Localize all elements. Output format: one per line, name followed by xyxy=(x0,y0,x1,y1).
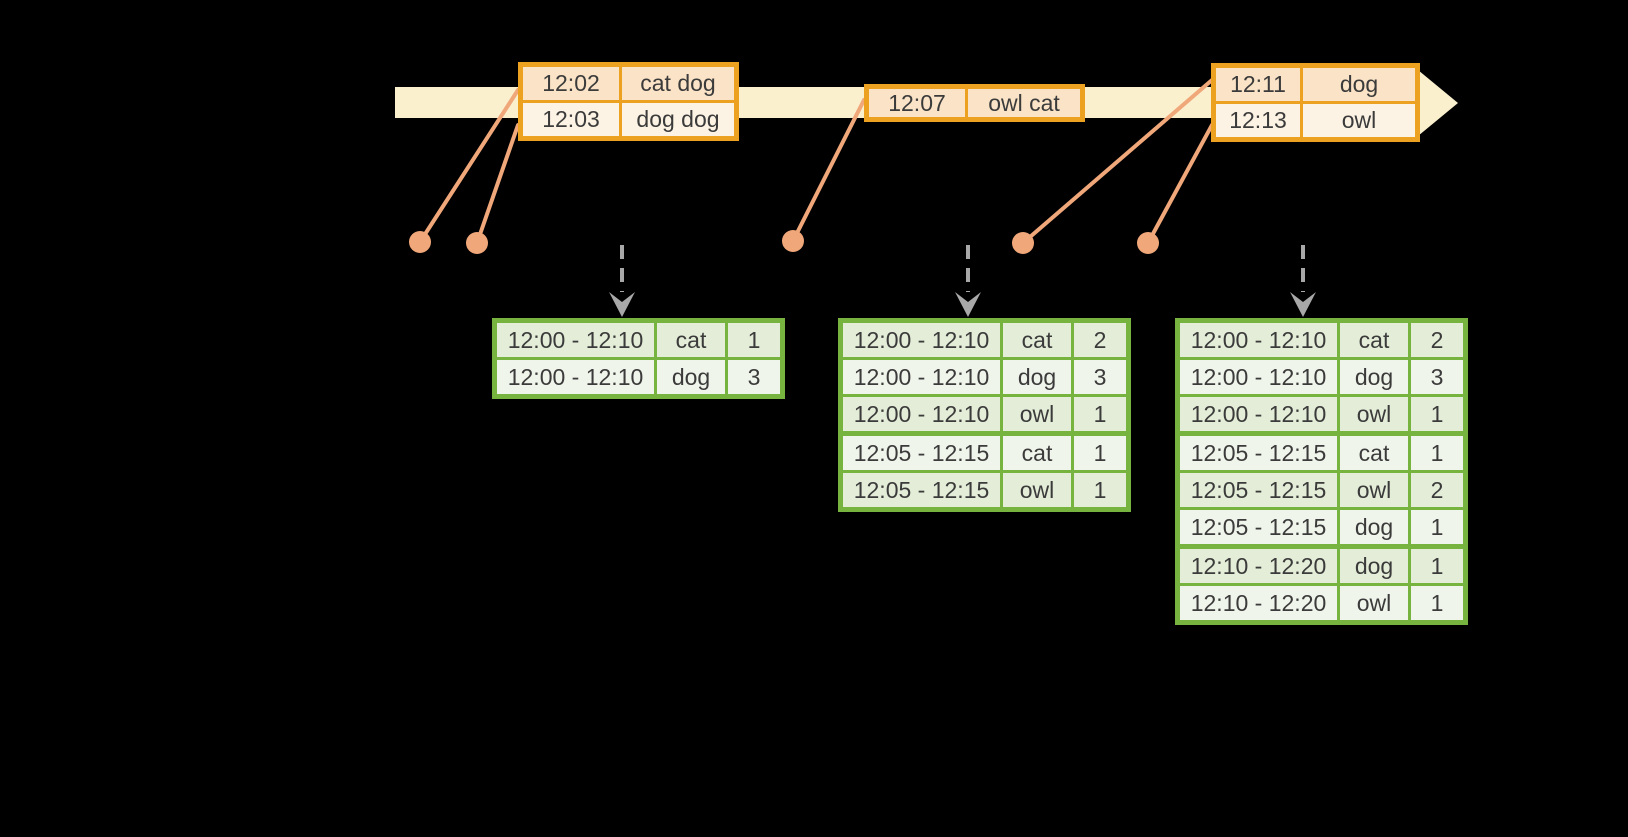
window-cell: 12:05 - 12:15 xyxy=(839,470,1003,511)
result-row: 12:00 - 12:10 owl 1 xyxy=(839,394,1130,435)
event-dot xyxy=(409,231,431,253)
window-cell: 12:05 - 12:15 xyxy=(839,431,1003,473)
result-row: 12:05 - 12:15 dog 1 xyxy=(1176,507,1467,548)
count-cell: 1 xyxy=(1408,431,1467,473)
window-cell: 12:10 - 12:20 xyxy=(1176,583,1340,624)
word-cell: owl xyxy=(1337,583,1411,624)
event-connector-lines xyxy=(409,78,1214,254)
count-cell: 1 xyxy=(725,319,784,360)
word-cell: dog xyxy=(1337,357,1411,397)
window-cell: 12:00 - 12:10 xyxy=(839,394,1003,435)
count-cell: 3 xyxy=(1408,357,1467,397)
word-cell: cat xyxy=(1337,431,1411,473)
window-cell: 12:00 - 12:10 xyxy=(1176,319,1340,360)
count-cell: 2 xyxy=(1408,319,1467,360)
result-row: 12:00 - 12:10 dog 3 xyxy=(493,357,784,398)
word-cell: dog xyxy=(654,357,728,398)
window-cell: 12:00 - 12:10 xyxy=(839,319,1003,360)
result-table-1: 12:00 - 12:10 cat 1 12:00 - 12:10 dog 3 xyxy=(492,318,785,399)
event-time-cell: 12:03 xyxy=(519,100,622,140)
result-table-2: 12:00 - 12:10 cat 2 12:00 - 12:10 dog 3 … xyxy=(838,318,1131,512)
result-row: 12:00 - 12:10 cat 2 xyxy=(1176,319,1467,360)
count-cell: 1 xyxy=(1408,583,1467,624)
event-table-1: 12:02 cat dog 12:03 dog dog xyxy=(518,62,739,141)
event-row: 12:13 owl xyxy=(1212,101,1419,141)
window-cell: 12:05 - 12:15 xyxy=(1176,470,1340,510)
result-row: 12:05 - 12:15 cat 1 xyxy=(839,431,1130,473)
count-cell: 2 xyxy=(1408,470,1467,510)
result-table-3: 12:00 - 12:10 cat 2 12:00 - 12:10 dog 3 … xyxy=(1175,318,1468,625)
trigger-arrows xyxy=(609,245,1316,317)
count-cell: 3 xyxy=(1071,357,1130,397)
result-row: 12:00 - 12:10 dog 3 xyxy=(839,357,1130,397)
event-table-2: 12:07 owl cat xyxy=(864,84,1085,122)
word-cell: cat xyxy=(654,319,728,360)
window-cell: 12:05 - 12:15 xyxy=(1176,507,1340,548)
event-row: 12:02 cat dog xyxy=(519,63,738,103)
result-row: 12:05 - 12:15 cat 1 xyxy=(1176,431,1467,473)
event-words-cell: dog xyxy=(1300,64,1419,104)
count-cell: 1 xyxy=(1071,394,1130,435)
event-time-cell: 12:07 xyxy=(865,85,968,121)
event-words-cell: owl xyxy=(1300,101,1419,141)
event-words-cell: cat dog xyxy=(619,63,738,103)
result-row: 12:05 - 12:15 owl 1 xyxy=(839,470,1130,511)
count-cell: 1 xyxy=(1071,431,1130,473)
count-cell: 1 xyxy=(1408,507,1467,548)
event-row: 12:11 dog xyxy=(1212,64,1419,104)
event-dot xyxy=(1012,232,1034,254)
event-words-cell: dog dog xyxy=(619,100,738,140)
word-cell: dog xyxy=(1000,357,1074,397)
event-row: 12:07 owl cat xyxy=(865,85,1084,121)
result-row: 12:10 - 12:20 dog 1 xyxy=(1176,544,1467,586)
event-row: 12:03 dog dog xyxy=(519,100,738,140)
result-row: 12:00 - 12:10 cat 1 xyxy=(493,319,784,360)
result-row: 12:10 - 12:20 owl 1 xyxy=(1176,583,1467,624)
word-cell: owl xyxy=(1337,470,1411,510)
event-time-cell: 12:13 xyxy=(1212,101,1303,141)
result-row: 12:05 - 12:15 owl 2 xyxy=(1176,470,1467,510)
window-cell: 12:00 - 12:10 xyxy=(493,319,657,360)
event-words-cell: owl cat xyxy=(965,85,1084,121)
count-cell: 1 xyxy=(1408,394,1467,435)
word-cell: dog xyxy=(1337,507,1411,548)
word-cell: owl xyxy=(1000,394,1074,435)
window-cell: 12:00 - 12:10 xyxy=(1176,357,1340,397)
word-cell: cat xyxy=(1000,319,1074,360)
event-time-cell: 12:11 xyxy=(1212,64,1303,104)
word-cell: dog xyxy=(1337,544,1411,586)
result-row: 12:00 - 12:10 dog 3 xyxy=(1176,357,1467,397)
window-cell: 12:00 - 12:10 xyxy=(1176,394,1340,435)
count-cell: 1 xyxy=(1408,544,1467,586)
window-cell: 12:05 - 12:15 xyxy=(1176,431,1340,473)
count-cell: 1 xyxy=(1071,470,1130,511)
word-cell: owl xyxy=(1000,470,1074,511)
count-cell: 3 xyxy=(725,357,784,398)
result-row: 12:00 - 12:10 owl 1 xyxy=(1176,394,1467,435)
event-table-3: 12:11 dog 12:13 owl xyxy=(1211,63,1420,142)
event-dot xyxy=(466,232,488,254)
word-cell: cat xyxy=(1337,319,1411,360)
word-cell: cat xyxy=(1000,431,1074,473)
window-cell: 12:00 - 12:10 xyxy=(839,357,1003,397)
window-cell: 12:00 - 12:10 xyxy=(493,357,657,398)
result-row: 12:00 - 12:10 cat 2 xyxy=(839,319,1130,360)
event-dot xyxy=(1137,232,1159,254)
count-cell: 2 xyxy=(1071,319,1130,360)
window-cell: 12:10 - 12:20 xyxy=(1176,544,1340,586)
word-cell: owl xyxy=(1337,394,1411,435)
event-time-cell: 12:02 xyxy=(519,63,622,103)
event-dot xyxy=(782,230,804,252)
